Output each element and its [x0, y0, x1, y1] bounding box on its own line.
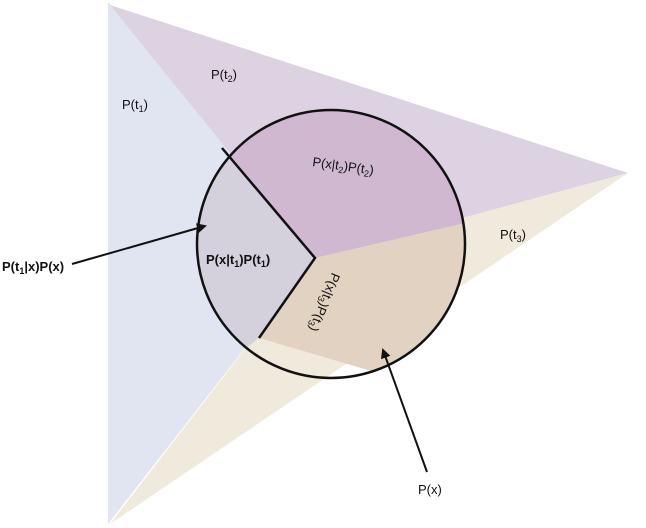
region-t2-label: P(t2): [211, 67, 237, 84]
sector-boundary: [221, 147, 317, 339]
joint-t2-label: P(x|t2)P(t2): [311, 154, 375, 179]
region-t3-label: P(t3): [500, 227, 526, 244]
posterior-arrow: [71, 223, 207, 265]
posterior-label: P(t1|x)P(x): [2, 259, 64, 276]
joint-t1-label: P(x|t1)P(t1): [206, 252, 270, 269]
evidence-arrow: [381, 348, 428, 473]
evidence-circle: [195, 108, 467, 380]
sector-t2: [200, 110, 465, 258]
evidence-label: P(x): [418, 482, 442, 497]
sector-t1: [197, 110, 315, 378]
region-t1-label: P(t1): [122, 97, 148, 114]
